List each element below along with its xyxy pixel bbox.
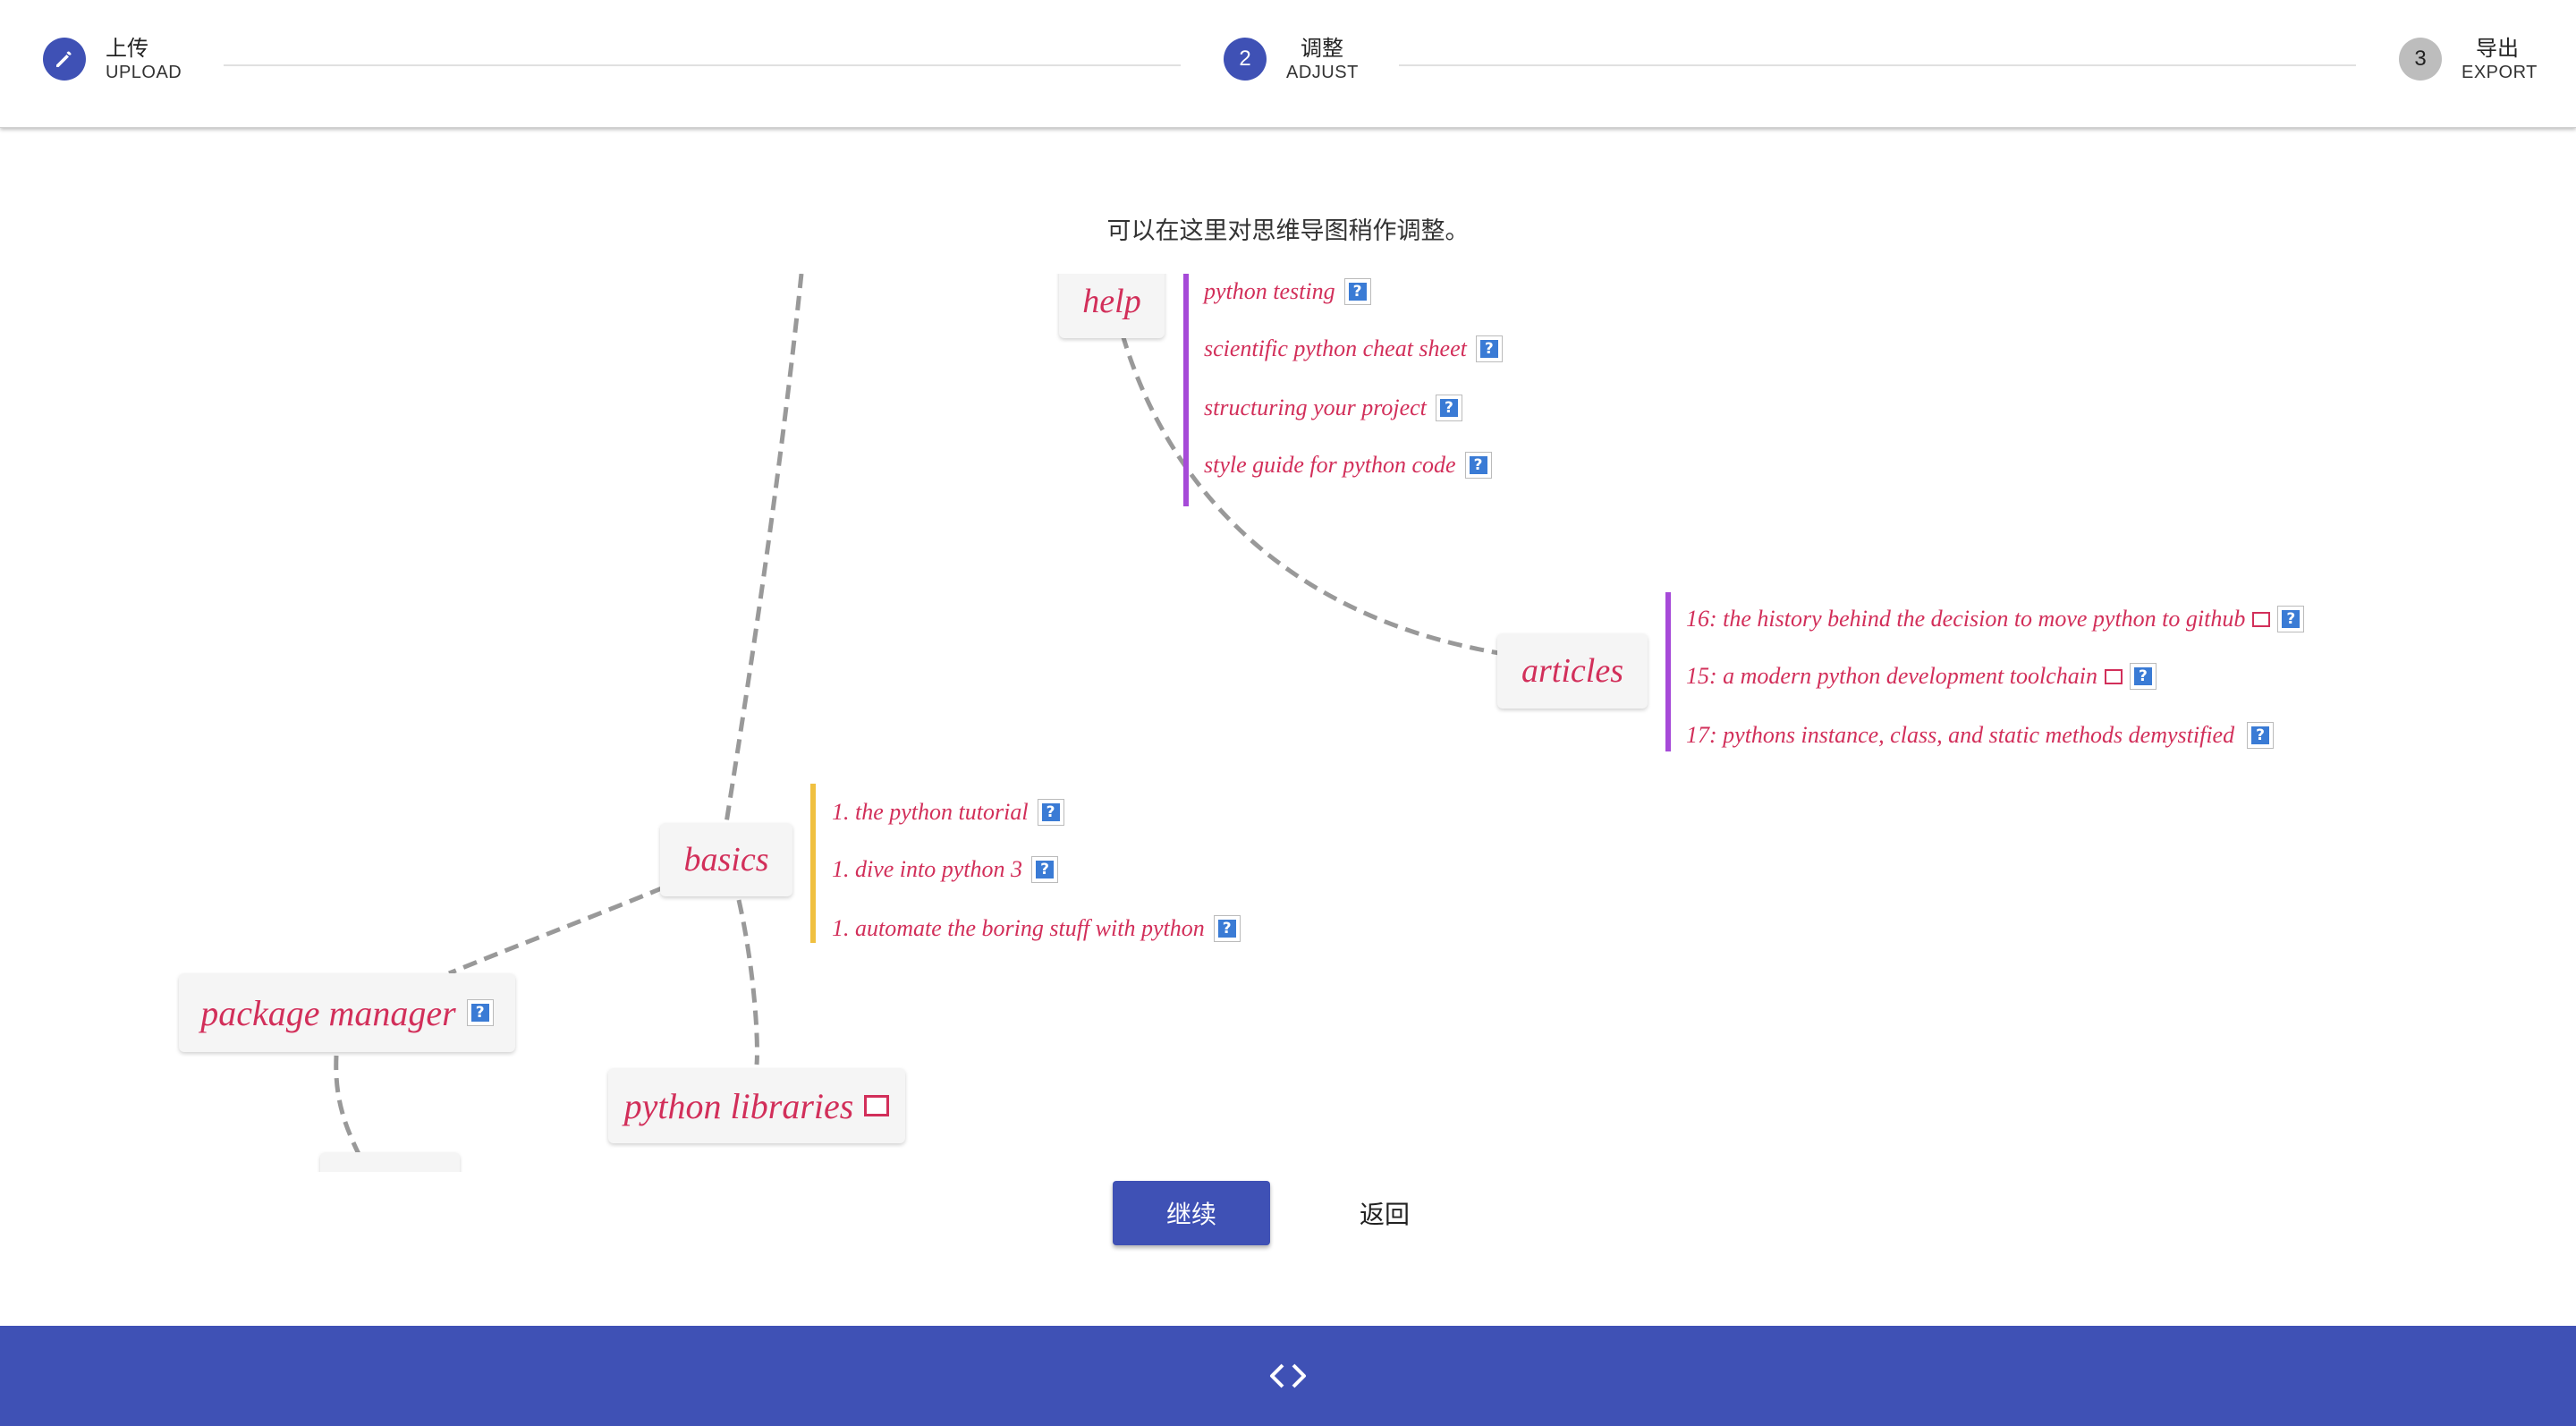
leaf-article-15[interactable]: 15: a modern python development toolchai… — [1686, 658, 2157, 694]
help-icon[interactable] — [1213, 915, 1241, 942]
node-help[interactable]: help — [1059, 274, 1165, 338]
leaf-label: scientific python cheat sheet — [1204, 335, 1467, 361]
leaf-label: 17: pythons instance, class, and static … — [1686, 722, 2235, 748]
leaf-label: 1. dive into python 3 — [832, 856, 1023, 882]
node-package-manager[interactable]: package manager — [179, 973, 515, 1052]
back-button[interactable]: 返回 — [1342, 1181, 1428, 1245]
step-upload-subtitle: UPLOAD — [106, 63, 182, 82]
leaf-label: python testing — [1204, 278, 1335, 304]
articles-branch-bar — [1665, 592, 1671, 751]
help-icon[interactable] — [1031, 856, 1059, 883]
leaf-dive-into-python[interactable]: 1. dive into python 3 — [832, 852, 1059, 887]
step-export-title: 导出 — [2476, 36, 2519, 61]
leaf-python-testing[interactable]: python testing — [1204, 274, 1371, 310]
help-icon[interactable] — [2247, 722, 2275, 749]
basics-list: 1. the python tutorial 1. dive into pyth… — [818, 784, 1354, 943]
help-branch-bar — [1183, 274, 1189, 506]
mindmap-connectors — [334, 274, 1500, 1161]
step-adjust-title: 调整 — [1301, 36, 1343, 61]
step-connector — [1399, 64, 2356, 66]
connector-basics-libraries — [736, 899, 759, 1065]
leaf-article-16[interactable]: 16: the history behind the decision to m… — [1686, 601, 2305, 637]
help-icon[interactable] — [1464, 452, 1492, 479]
footer-bar — [0, 1326, 2576, 1426]
connector-basics-package — [448, 885, 665, 976]
help-icon[interactable] — [1343, 278, 1371, 305]
connector-help-articles — [1120, 334, 1500, 656]
leaf-scientific-python[interactable]: scientific python cheat sheet — [1204, 331, 1503, 367]
help-icon[interactable] — [466, 999, 494, 1026]
leaf-label: 15: a modern python development toolchai… — [1686, 663, 2097, 689]
checkbox-icon[interactable] — [2252, 611, 2271, 627]
leaf-style-guide[interactable]: style guide for python code — [1204, 447, 1492, 483]
basics-branch-bar — [810, 784, 816, 943]
continue-button[interactable]: 继续 — [1113, 1181, 1270, 1245]
step-upload-title: 上传 — [106, 36, 148, 61]
node-partial[interactable] — [320, 1152, 460, 1172]
help-icon[interactable] — [1435, 395, 1462, 421]
leaf-article-17[interactable]: 17: pythons instance, class, and static … — [1686, 717, 2275, 751]
step-adjust-subtitle: ADJUST — [1286, 63, 1359, 82]
checkbox-icon[interactable] — [864, 1095, 890, 1116]
help-icon[interactable] — [1475, 335, 1503, 362]
step-adjust-circle: 2 — [1224, 38, 1267, 81]
code-icon[interactable] — [1268, 1360, 1308, 1392]
leaf-label: 1. automate the boring stuff with python — [832, 915, 1205, 941]
node-basics[interactable]: basics — [660, 823, 792, 896]
node-label: package manager — [200, 992, 456, 1033]
leaf-structuring-project[interactable]: structuring your project — [1204, 390, 1462, 426]
step-export-subtitle: EXPORT — [2462, 63, 2538, 82]
leaf-python-tutorial[interactable]: 1. the python tutorial — [832, 794, 1064, 830]
leaf-automate-boring-stuff[interactable]: 1. automate the boring stuff with python — [832, 911, 1241, 943]
leaf-label: 16: the history behind the decision to m… — [1686, 606, 2246, 632]
node-python-libraries[interactable]: python libraries — [608, 1068, 905, 1143]
connector-basics-up — [724, 274, 804, 824]
stepper: 上传 UPLOAD 2 调整 ADJUST 3 导出 EXPORT — [0, 0, 2576, 128]
help-icon[interactable] — [2129, 663, 2157, 690]
articles-list: 16: the history behind the decision to m… — [1673, 592, 2567, 751]
step-export-circle: 3 — [2399, 38, 2442, 81]
leaf-label: structuring your project — [1204, 395, 1427, 420]
help-icon[interactable] — [1037, 799, 1064, 826]
connector-package-down — [334, 1055, 364, 1161]
pencil-icon — [56, 51, 72, 67]
mindmap-canvas[interactable]: help python testing scientific python ch… — [0, 274, 2576, 1172]
node-label: python libraries — [623, 1085, 854, 1126]
leaf-label: 1. the python tutorial — [832, 799, 1029, 825]
leaf-label: style guide for python code — [1204, 452, 1456, 478]
instruction-text: 可以在这里对思维导图稍作调整。 — [1106, 217, 1470, 245]
step-upload-circle — [43, 38, 86, 81]
step-connector — [224, 64, 1181, 66]
checkbox-icon[interactable] — [2104, 668, 2123, 684]
help-icon[interactable] — [2277, 606, 2305, 632]
node-articles[interactable]: articles — [1497, 633, 1648, 709]
